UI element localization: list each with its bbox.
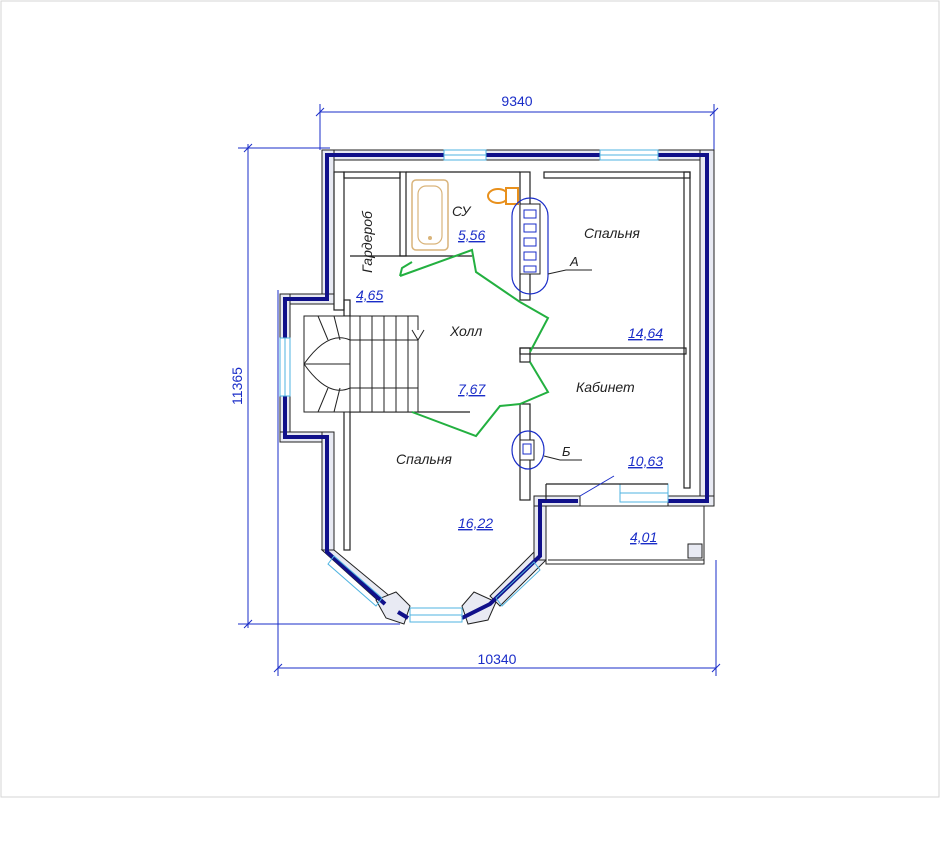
vent-shaft-a: А [511,197,592,295]
toilet-icon [487,187,519,205]
dimension-bottom: 10340 [273,290,721,676]
dimension-left-label: 11365 [229,367,245,405]
room-area-wardrobe: 4,65 [356,287,383,303]
room-area-bedroom-top: 14,64 [628,325,663,341]
dimension-left: 11365 [229,143,400,629]
bathtub [411,179,449,251]
room-name-wardrobe: Гардероб [359,210,375,273]
marker-b: Б [562,444,571,459]
marker-a: А [569,254,579,269]
room-name-bathroom: СУ [452,203,472,219]
door-swings [399,248,550,438]
drawing-frame [0,0,940,798]
room-name-hall: Холл [449,323,482,339]
balcony [545,475,705,565]
room-area-bedroom-bottom: 16,22 [458,515,493,531]
room-area-office: 10,63 [628,453,663,469]
room-name-office: Кабинет [576,379,635,395]
dimension-top-label: 9340 [501,93,532,109]
vent-shaft-b: Б [511,430,582,470]
room-area-balcony: 4,01 [630,529,657,545]
room-name-bedroom-top: Спальня [584,225,640,241]
wall-outline [283,153,709,620]
inner-walls [333,171,691,551]
dimension-bottom-label: 10340 [478,651,517,667]
staircase [303,315,425,413]
room-area-bathroom: 5,56 [458,227,485,243]
room-name-bedroom-bottom: Спальня [396,451,452,467]
room-area-hall: 7,67 [458,381,486,397]
dimension-top: 9340 [315,93,719,150]
